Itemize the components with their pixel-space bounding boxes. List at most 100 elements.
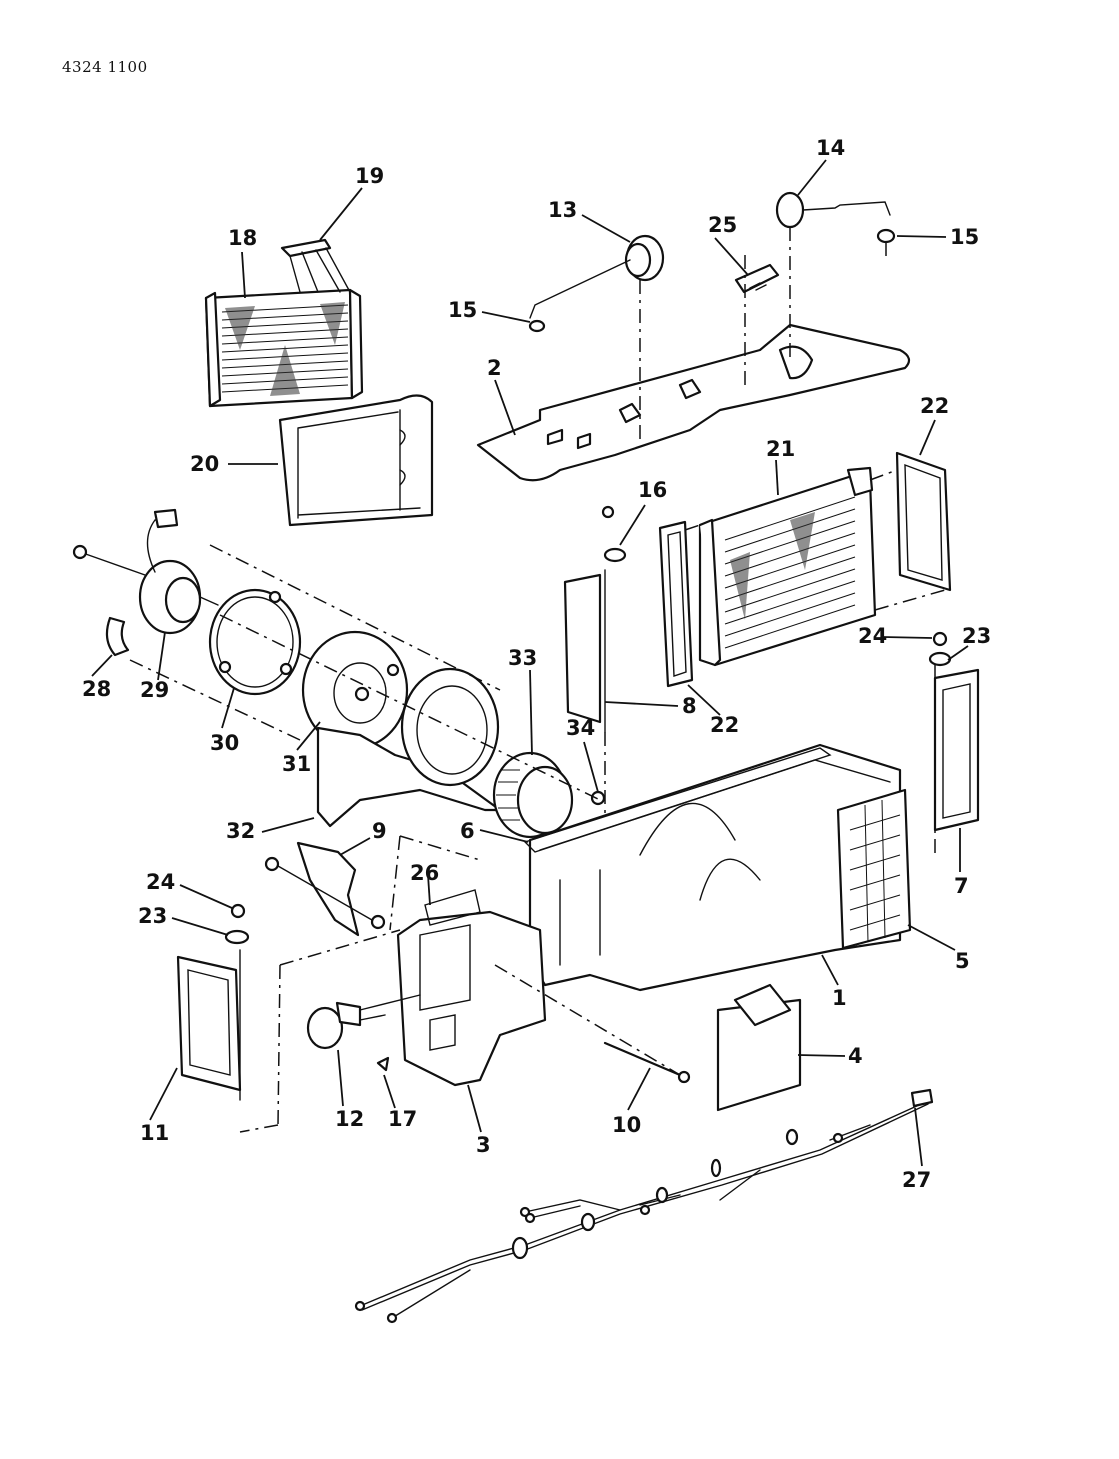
leader-line bbox=[687, 684, 721, 716]
part-clip-right[interactable] bbox=[876, 228, 896, 244]
callout-grille-panel[interactable]: 5 bbox=[907, 924, 970, 973]
callout-number: 7 bbox=[954, 874, 969, 898]
callout-number: 4 bbox=[848, 1044, 863, 1068]
callout-resistor[interactable]: 25 bbox=[708, 213, 749, 276]
callout-seal-right[interactable]: 22 bbox=[919, 394, 949, 456]
callout-heater-core[interactable]: 18 bbox=[228, 226, 257, 299]
leader-line bbox=[296, 721, 321, 751]
part-housing-lower[interactable] bbox=[396, 910, 547, 1087]
callout-gasket-seal[interactable]: 6 bbox=[460, 819, 529, 843]
part-housing-insert[interactable] bbox=[424, 889, 481, 926]
callout-number: 25 bbox=[708, 213, 737, 237]
part-heater-core-frame[interactable] bbox=[278, 394, 434, 527]
callout-retainer-left[interactable]: 23 bbox=[138, 904, 229, 936]
leader-line bbox=[494, 379, 516, 436]
part-wheel-nut[interactable] bbox=[590, 790, 606, 806]
callout-hose-elbow[interactable]: 28 bbox=[82, 654, 113, 701]
callout-wiring-harness[interactable]: 27 bbox=[902, 1107, 931, 1192]
callout-number: 18 bbox=[228, 226, 257, 250]
callout-blower-scroll-plate[interactable]: 32 bbox=[226, 817, 315, 843]
callout-housing-main[interactable]: 1 bbox=[821, 954, 847, 1010]
callout-motor-plate[interactable]: 31 bbox=[282, 721, 321, 776]
callout-door-center[interactable]: 8 bbox=[604, 694, 697, 718]
part-duct-outlet[interactable] bbox=[716, 983, 802, 1112]
part-seal-left[interactable] bbox=[658, 520, 694, 688]
part-door-left[interactable] bbox=[176, 949, 242, 1101]
callout-clip-right[interactable]: 15 bbox=[896, 225, 979, 249]
callout-wheel-nut[interactable]: 34 bbox=[566, 716, 599, 793]
part-actuator-right[interactable] bbox=[775, 191, 891, 229]
part-blower-motor[interactable] bbox=[72, 508, 219, 635]
part-seal-right[interactable] bbox=[895, 451, 952, 592]
callout-number: 31 bbox=[282, 752, 311, 776]
part-motor-gasket[interactable] bbox=[208, 588, 302, 696]
callout-housing-cover[interactable]: 2 bbox=[487, 356, 516, 436]
callout-nut-right[interactable]: 24 bbox=[858, 624, 933, 648]
callout-heater-core-tubes[interactable]: 19 bbox=[319, 164, 384, 241]
leader-line bbox=[91, 654, 113, 677]
callout-retainer-right[interactable]: 23 bbox=[947, 624, 991, 661]
callout-housing-insert[interactable]: 26 bbox=[410, 861, 439, 906]
callout-number: 16 bbox=[638, 478, 667, 502]
callout-motor-gasket[interactable]: 30 bbox=[210, 687, 239, 755]
part-actuator-upper[interactable] bbox=[529, 234, 665, 319]
part-resistor[interactable] bbox=[734, 263, 780, 294]
callout-door-small[interactable]: 9 bbox=[339, 819, 387, 856]
callout-rod[interactable]: 10 bbox=[612, 1067, 651, 1137]
callout-number: 14 bbox=[816, 136, 845, 160]
part-retainer-right[interactable] bbox=[928, 651, 952, 667]
callout-blower-motor[interactable]: 29 bbox=[140, 631, 169, 702]
callout-number: 30 bbox=[210, 731, 239, 755]
part-rod[interactable] bbox=[603, 1041, 691, 1084]
callout-number: 2 bbox=[487, 356, 502, 380]
callout-evaporator-core[interactable]: 21 bbox=[766, 437, 795, 496]
callout-number: 12 bbox=[335, 1107, 364, 1131]
callout-blower-wheel[interactable]: 33 bbox=[508, 646, 537, 756]
part-clip-left[interactable] bbox=[528, 319, 546, 333]
part-blower-wheel[interactable] bbox=[492, 751, 574, 839]
part-gasket-seal[interactable] bbox=[523, 747, 832, 853]
part-nut-left[interactable] bbox=[230, 903, 246, 919]
part-heater-core[interactable] bbox=[204, 288, 364, 408]
part-grille-panel[interactable] bbox=[836, 788, 912, 950]
callout-number: 20 bbox=[190, 452, 219, 476]
callout-door-left[interactable]: 11 bbox=[140, 1067, 178, 1145]
callout-number: 17 bbox=[388, 1107, 417, 1131]
leader-line bbox=[337, 1049, 344, 1107]
leader-line bbox=[896, 235, 947, 238]
callout-actuator-lower[interactable]: 12 bbox=[335, 1049, 364, 1131]
leader-line bbox=[583, 741, 599, 793]
callout-actuator-upper[interactable]: 13 bbox=[548, 198, 631, 243]
callout-housing-lower[interactable]: 3 bbox=[467, 1084, 491, 1157]
callout-door-right[interactable]: 7 bbox=[954, 828, 969, 898]
part-retainer-left[interactable] bbox=[224, 929, 250, 945]
part-door-center[interactable] bbox=[563, 569, 606, 870]
part-hose-elbow[interactable] bbox=[105, 616, 130, 657]
part-door-small[interactable] bbox=[264, 841, 386, 937]
callout-plug[interactable]: 17 bbox=[383, 1074, 417, 1131]
callout-clip-left[interactable]: 15 bbox=[448, 298, 531, 323]
callout-actuator-right[interactable]: 14 bbox=[797, 136, 845, 196]
part-evaporator-core[interactable] bbox=[698, 466, 877, 667]
leader-line bbox=[261, 817, 315, 833]
part-motor-plate[interactable] bbox=[301, 630, 409, 750]
callout-seal-left[interactable]: 22 bbox=[687, 684, 739, 737]
part-actuator-lower[interactable] bbox=[306, 994, 421, 1050]
leader-line bbox=[907, 924, 956, 951]
part-heater-core-tubes[interactable] bbox=[280, 238, 351, 293]
callout-number: 15 bbox=[950, 225, 979, 249]
part-housing-cover[interactable] bbox=[476, 323, 911, 482]
part-blower-scroll-plate[interactable] bbox=[316, 667, 502, 828]
part-wiring-harness[interactable] bbox=[354, 1088, 934, 1324]
part-nut-right[interactable] bbox=[932, 631, 948, 647]
callout-duct-outlet[interactable]: 4 bbox=[797, 1044, 863, 1068]
leader-line bbox=[714, 237, 749, 276]
leader-line bbox=[241, 251, 246, 299]
callout-heater-core-frame[interactable]: 20 bbox=[190, 452, 278, 476]
part-door-right[interactable] bbox=[933, 665, 980, 855]
part-plug[interactable] bbox=[376, 1056, 390, 1072]
leader-line bbox=[581, 214, 631, 243]
callout-nut-left[interactable]: 24 bbox=[146, 870, 233, 909]
part-nut-retainer-center[interactable] bbox=[601, 505, 627, 563]
callout-nut-retainer-center[interactable]: 16 bbox=[619, 478, 667, 546]
